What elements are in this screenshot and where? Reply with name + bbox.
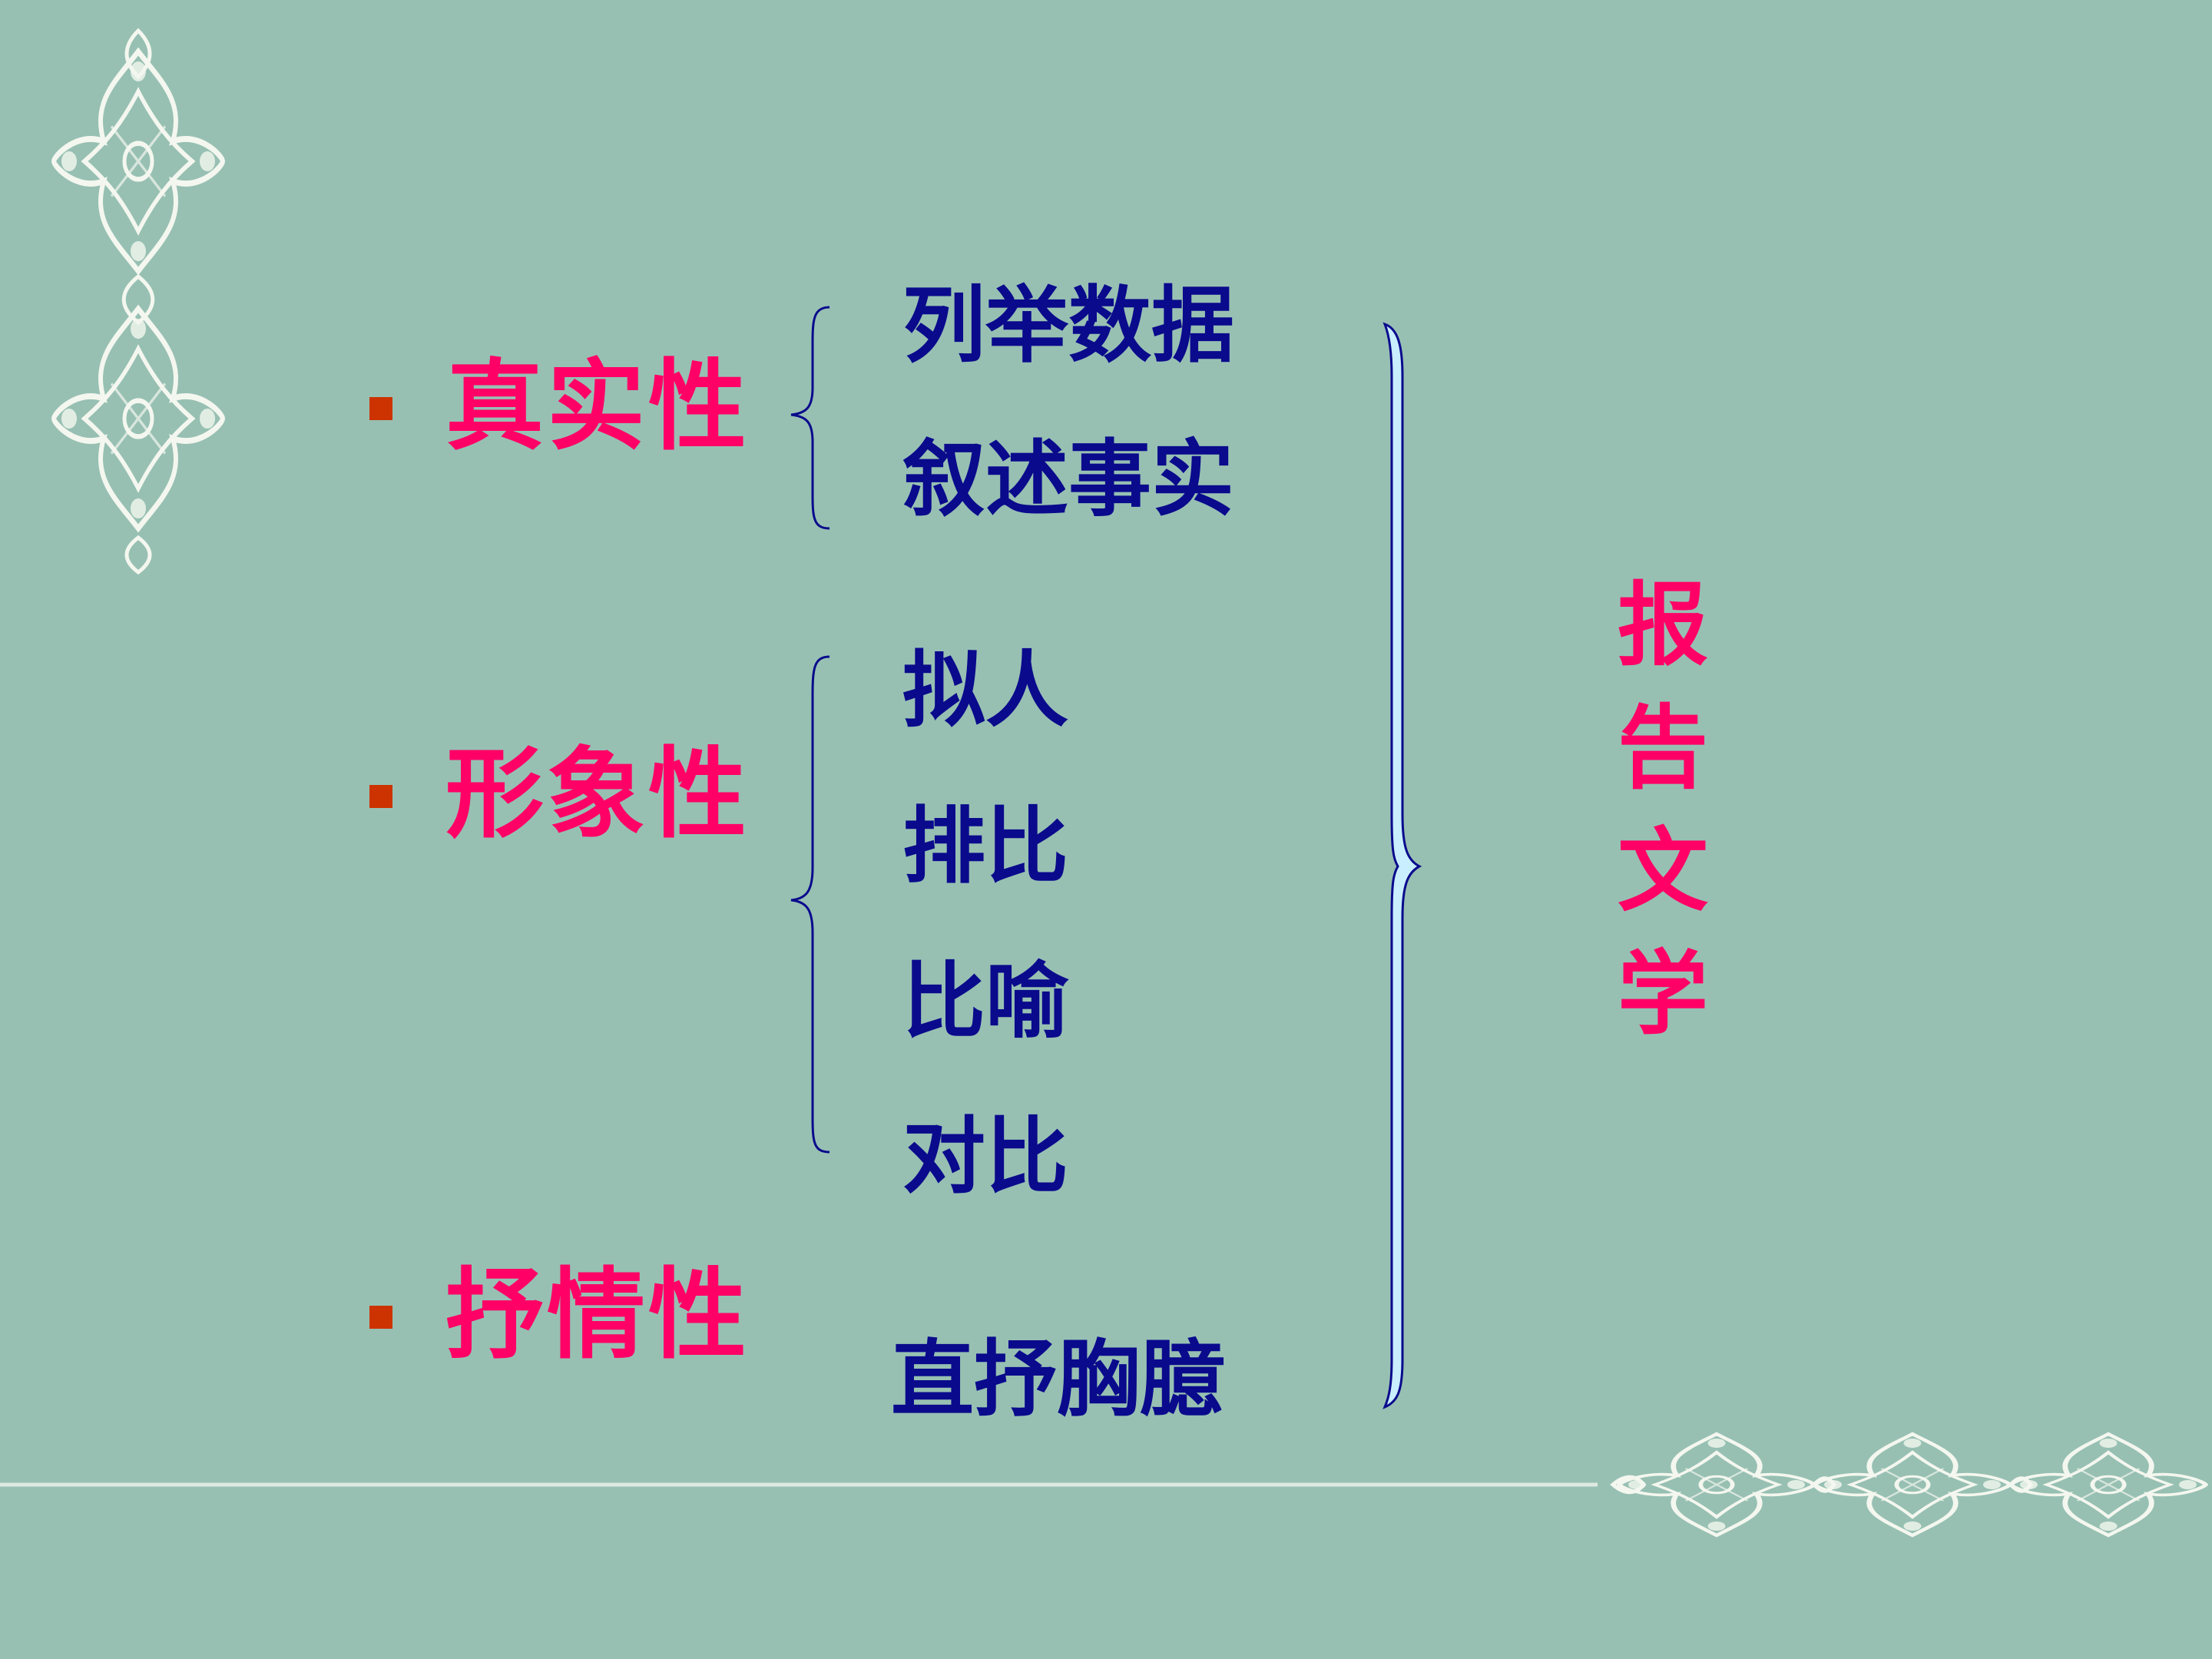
big-brace: [1382, 322, 1422, 1409]
item-biyu: 比喻: [902, 953, 1069, 1050]
property-zhenshi: 真实性: [445, 349, 750, 464]
item-lieju-shuju: 列举数据: [902, 277, 1235, 374]
item-xushu-shishi: 叙述事实: [902, 431, 1235, 528]
property-xingxiang: 形象性: [445, 737, 750, 852]
bullet-zhenshi: [369, 397, 392, 420]
bullet-xingxiang: [369, 785, 392, 808]
conclusion-char-wen: 文: [1617, 817, 1708, 924]
brace-zhenshi: [790, 306, 830, 530]
conclusion-char-bao: 报: [1617, 571, 1708, 678]
bullet-shuqing: [369, 1306, 392, 1329]
top-left-ornament: [54, 28, 223, 575]
item-zhishu-xiongyi: 直抒胸臆: [891, 1331, 1224, 1428]
item-niren: 拟人: [902, 642, 1069, 739]
item-duibi: 对比: [902, 1108, 1069, 1205]
property-shuqing: 抒情性: [445, 1257, 750, 1373]
brace-xingxiang: [790, 655, 830, 1154]
conclusion-char-xue: 学: [1617, 940, 1708, 1047]
item-paibi: 排比: [902, 798, 1069, 895]
conclusion-char-gao: 告: [1617, 694, 1708, 801]
bottom-right-ornament: [1610, 1434, 2206, 1535]
